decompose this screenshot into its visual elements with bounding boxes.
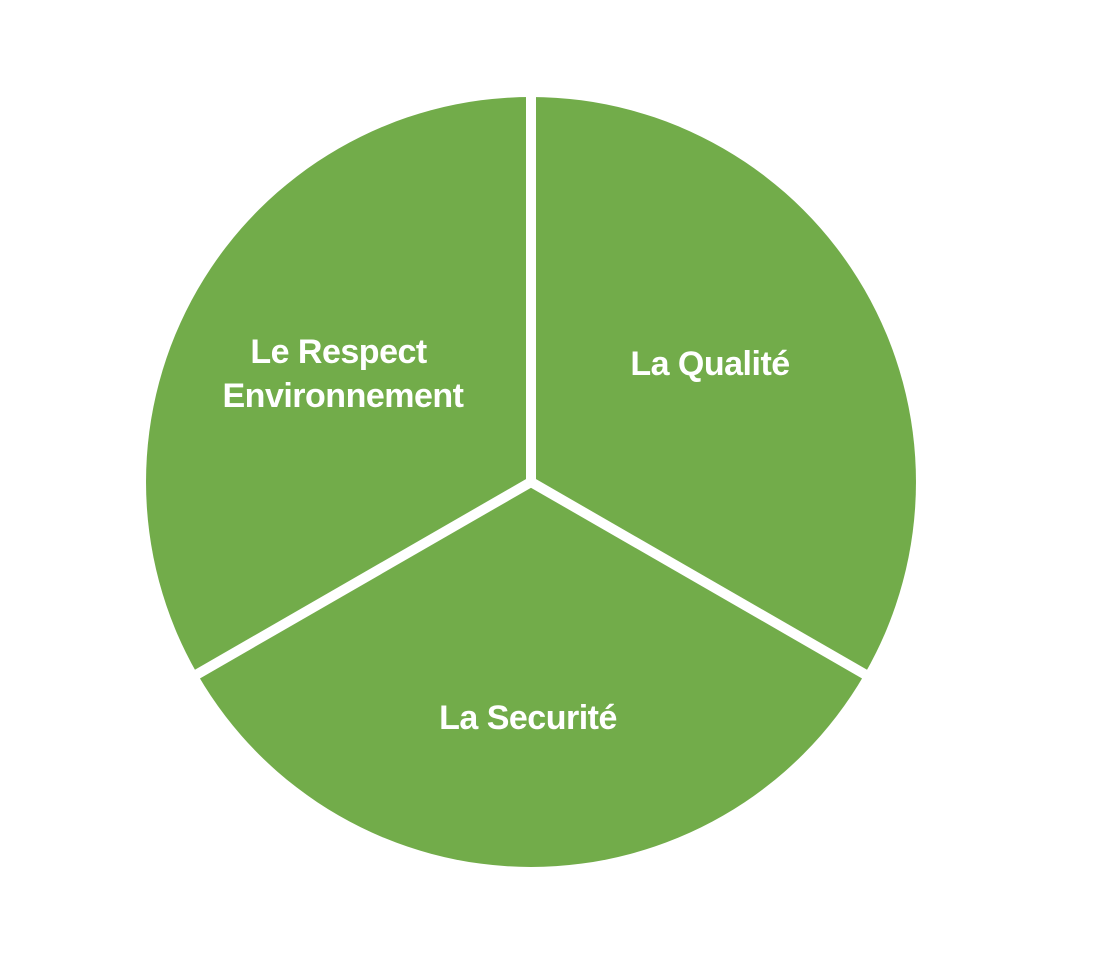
segment-label-line: La Securité: [439, 699, 617, 737]
segment-label-qualite: La Qualité: [630, 345, 789, 383]
separator-right: [528, 477, 883, 688]
segment-qualite: [531, 97, 916, 675]
segment-label-respect: Le Respect Environnement: [223, 333, 464, 415]
segment-securite: [197, 482, 865, 867]
segment-label-line: Environnement: [223, 377, 464, 415]
separator-left: [179, 477, 534, 688]
segment-label-line: La Qualité: [630, 345, 789, 383]
segment-respect: [146, 97, 532, 675]
segment-label-securite: La Securité: [439, 699, 617, 737]
segment-label-line: Le Respect: [250, 333, 427, 371]
